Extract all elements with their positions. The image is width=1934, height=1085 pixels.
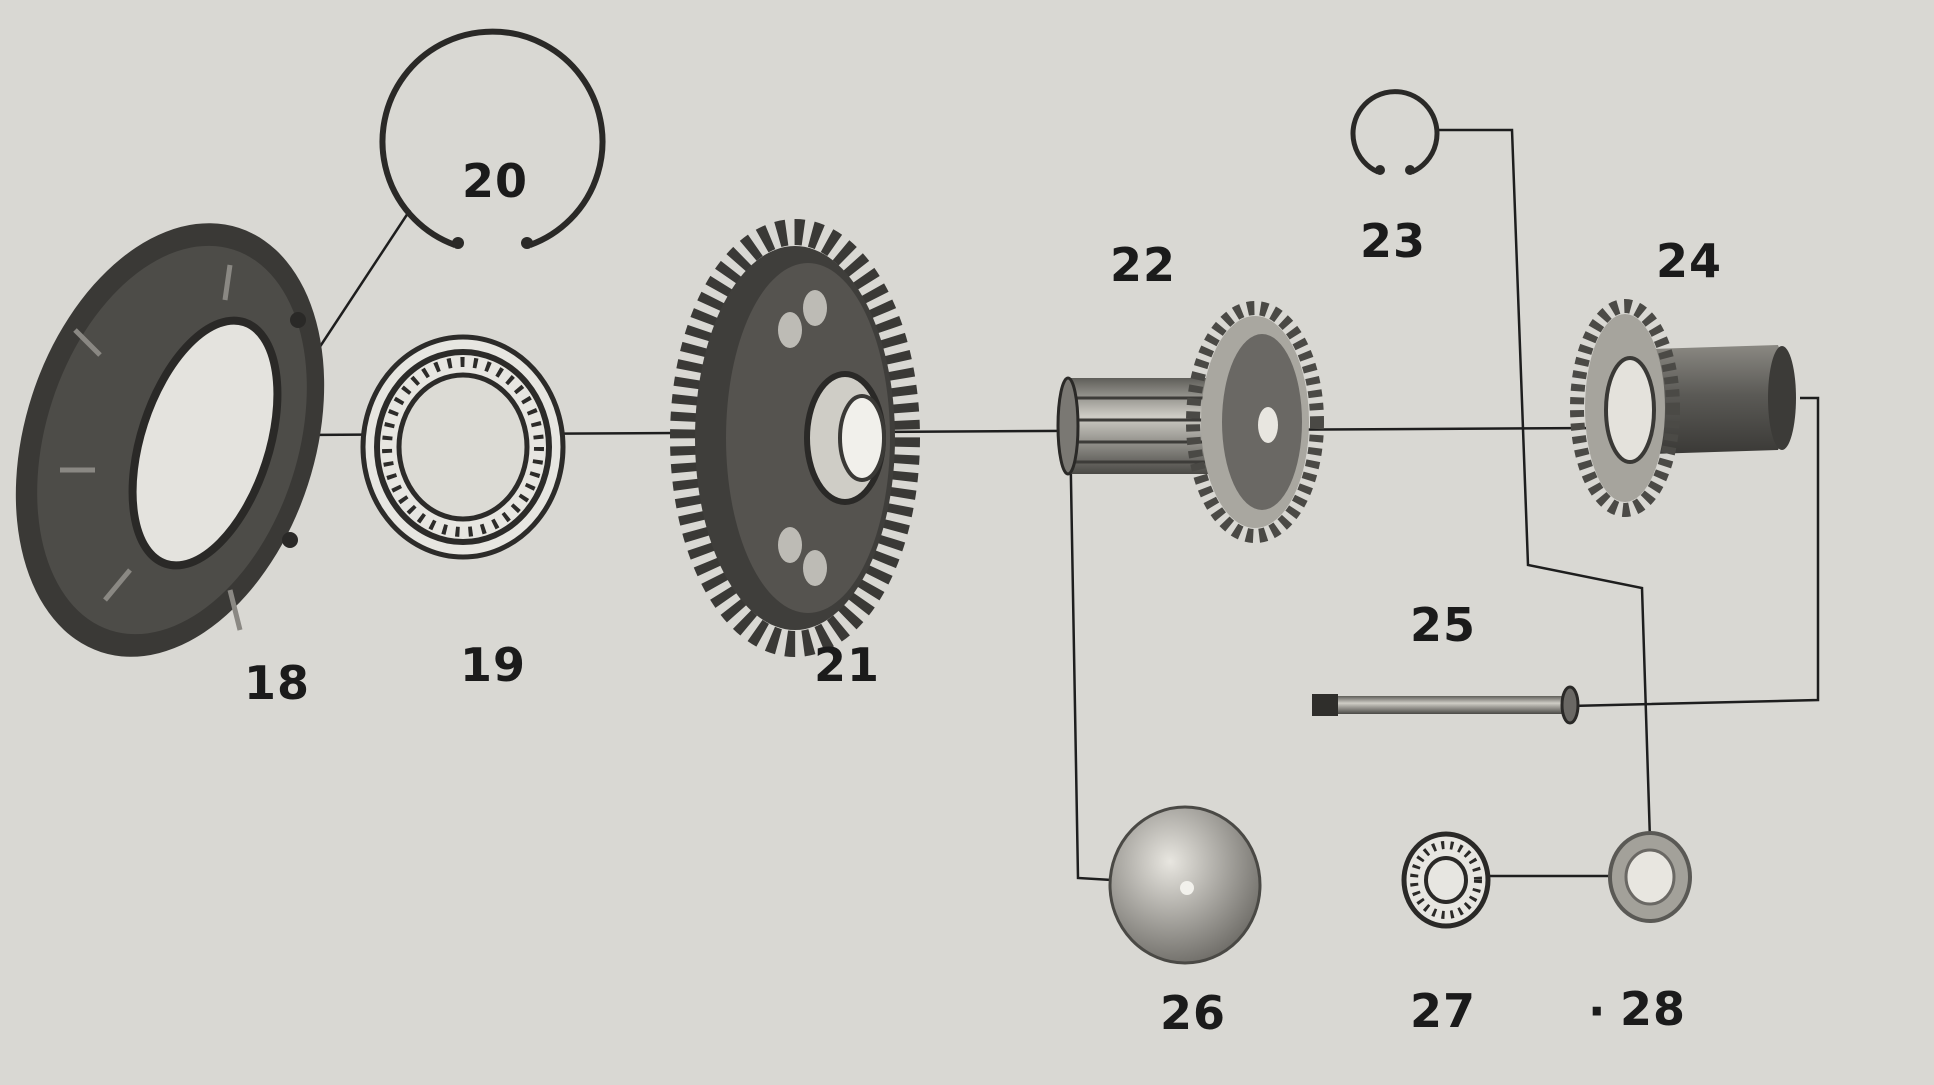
small-circlip-icon	[1350, 89, 1440, 175]
splined-shaft-gear-icon	[1056, 301, 1324, 543]
small-ball-bearing-icon	[1401, 831, 1491, 929]
part-label-26: 26	[1160, 986, 1227, 1040]
part-label-23: 23	[1360, 214, 1427, 268]
part-label-28-dot: ·	[1588, 984, 1607, 1038]
gear-sleeve-icon	[1570, 299, 1796, 517]
pin-shaft-icon	[1312, 685, 1580, 725]
bearing-cover-flange-icon	[15, 223, 325, 657]
circlip-ring-icon	[379, 28, 606, 249]
part-label-21: 21	[814, 638, 881, 692]
part-label-22: 22	[1110, 238, 1177, 292]
part-label-27: 27	[1410, 984, 1477, 1038]
leader-line-23-to-28	[1438, 128, 1652, 841]
ball-bearing-icon	[360, 334, 566, 560]
leader-line-22-to-26	[1068, 424, 1113, 882]
leader-line-24-to-25	[1569, 396, 1820, 708]
part-label-25: 25	[1410, 598, 1477, 652]
thrust-disc-icon	[1108, 805, 1262, 965]
part-label-18: 18	[244, 656, 311, 710]
part-label-28: 28	[1620, 982, 1687, 1036]
part-label-19: 19	[460, 638, 527, 692]
spur-gear-icon	[670, 219, 920, 657]
part-label-20: 20	[462, 154, 529, 208]
bushing-washer-icon	[1608, 831, 1692, 923]
part-label-24: 24	[1656, 234, 1723, 288]
